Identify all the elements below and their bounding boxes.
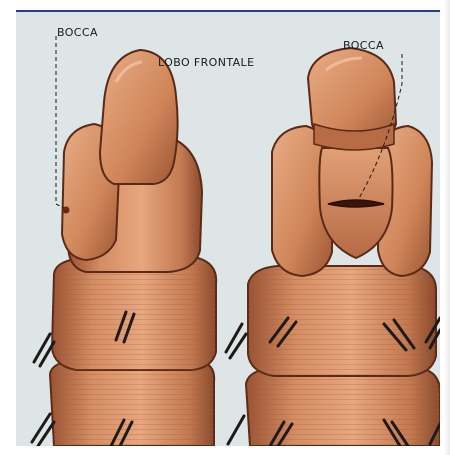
ventral-view-worm-head xyxy=(226,48,440,446)
scan-edge xyxy=(444,0,450,455)
illustration-panel: BOCCA LOBO FRONTALE BOCCA xyxy=(16,10,440,446)
worm-illustration xyxy=(16,12,440,446)
side-view-worm-head xyxy=(32,36,216,446)
label-bocca-left: BOCCA xyxy=(57,26,98,39)
label-lobo-frontale: LOBO FRONTALE xyxy=(158,56,254,69)
label-bocca-right: BOCCA xyxy=(343,39,384,52)
